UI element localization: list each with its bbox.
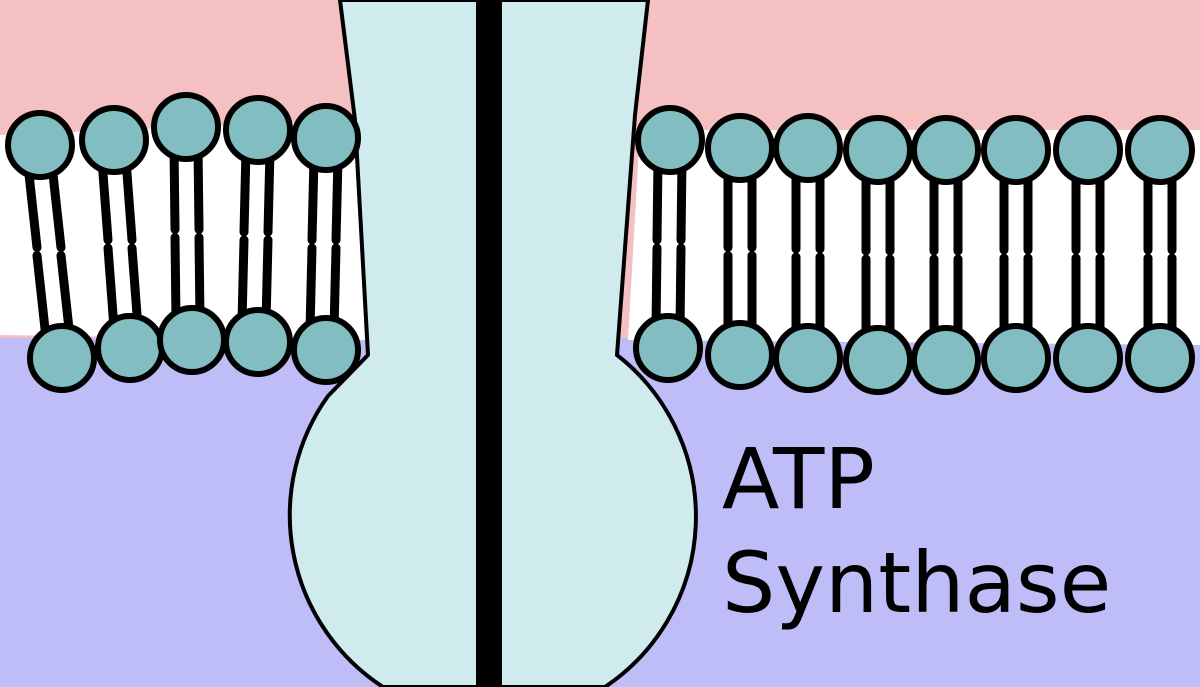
lipid-tail bbox=[263, 145, 275, 237]
lipid-tail bbox=[305, 243, 317, 335]
lipid-tail bbox=[23, 160, 42, 252]
lipid-head bbox=[157, 305, 227, 375]
lipid-head bbox=[1125, 115, 1195, 185]
lipid-head bbox=[843, 325, 913, 395]
lipid-head bbox=[981, 115, 1051, 185]
lipid-tail bbox=[121, 155, 137, 245]
lipid-head bbox=[911, 325, 981, 395]
lipid-tail bbox=[307, 153, 319, 245]
lipid-tail bbox=[32, 251, 51, 343]
lipid-tail bbox=[652, 155, 663, 245]
lipid-head bbox=[705, 320, 775, 390]
lipid-head bbox=[635, 105, 705, 175]
lipid-tails-left bbox=[23, 142, 343, 343]
lipid-head bbox=[5, 110, 75, 180]
lipid-tail bbox=[47, 160, 66, 252]
lipid-tail bbox=[170, 233, 181, 325]
lipid-heads-right bbox=[633, 105, 1195, 395]
lipid-tail bbox=[169, 142, 180, 234]
lipid-head bbox=[911, 115, 981, 185]
lipid-head bbox=[151, 92, 221, 162]
lipid-head bbox=[1125, 323, 1195, 393]
lipid-tails-right bbox=[651, 155, 1177, 345]
lipid-tail bbox=[237, 235, 249, 327]
lipid-tail bbox=[676, 155, 687, 245]
label-synthase: Synthase bbox=[722, 534, 1111, 632]
lipid-head bbox=[223, 95, 293, 165]
lipid-head bbox=[981, 323, 1051, 393]
membrane-core-right bbox=[628, 130, 1200, 345]
lipid-tail bbox=[103, 243, 119, 333]
lipid-head bbox=[79, 105, 149, 175]
lipid-head bbox=[773, 323, 843, 393]
label-atp: ATP bbox=[722, 430, 875, 528]
lipid-tail bbox=[193, 142, 204, 234]
lipid-head bbox=[223, 307, 293, 377]
lipid-head bbox=[843, 115, 913, 185]
lipid-tail bbox=[239, 145, 251, 237]
lipid-head bbox=[27, 323, 97, 393]
lipid-tail bbox=[331, 153, 343, 245]
lipid-head bbox=[291, 103, 361, 173]
lipid-heads-left bbox=[5, 92, 361, 393]
lipid-tail bbox=[651, 243, 662, 333]
lipid-head bbox=[705, 113, 775, 183]
lipid-tail bbox=[675, 243, 686, 333]
lipid-head bbox=[1053, 115, 1123, 185]
lipid-tail bbox=[97, 155, 113, 245]
lipid-head bbox=[291, 315, 361, 385]
lipid-head bbox=[1053, 323, 1123, 393]
lipid-head bbox=[773, 113, 843, 183]
lipid-head bbox=[95, 313, 165, 383]
central-axle bbox=[476, 0, 502, 687]
lipid-head bbox=[633, 313, 703, 383]
